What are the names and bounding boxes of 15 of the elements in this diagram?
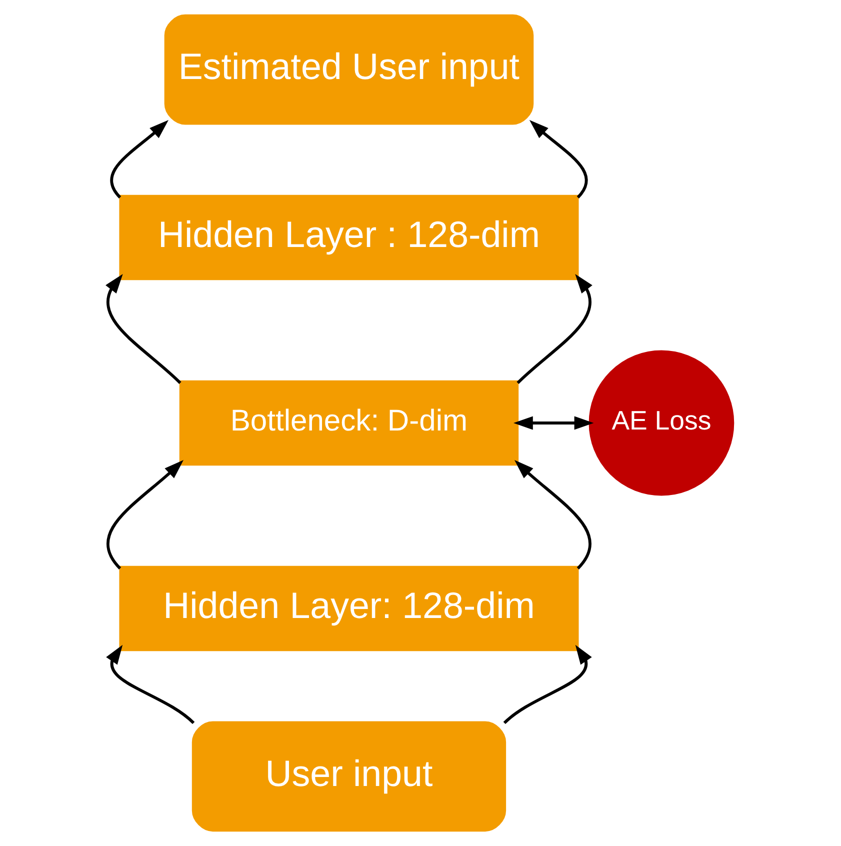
node-box: Estimated User input xyxy=(164,14,534,125)
node-box: Hidden Layer: 128-dim xyxy=(119,566,579,652)
arrow xyxy=(516,274,592,384)
arrow xyxy=(106,460,184,570)
arrow xyxy=(110,120,169,198)
arrow xyxy=(106,644,195,724)
arrow xyxy=(503,644,592,724)
arrow xyxy=(513,416,594,430)
arrow xyxy=(529,120,588,198)
node-box: Hidden Layer : 128-dim xyxy=(119,194,579,280)
node-box: Bottleneck: D-dim xyxy=(179,380,519,466)
node-circle: AE Loss xyxy=(588,350,734,496)
node-box: User input xyxy=(192,721,506,832)
arrow xyxy=(106,274,182,384)
arrow xyxy=(514,460,592,570)
